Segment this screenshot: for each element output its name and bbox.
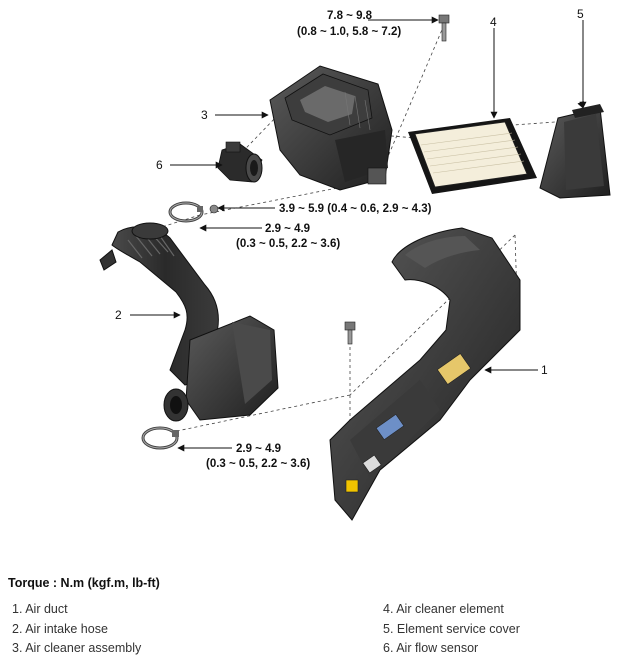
legend-item: 1. Air duct [12,602,68,616]
air-intake-hose [99,222,279,422]
torque-upper-clamp-line1: 2.9 ~ 4.9 [265,223,310,235]
legend-item: 4. Air cleaner element [383,602,504,616]
air-cleaner-element [408,118,537,194]
exploded-parts-diagram: 1 2 3 4 5 6 7.8 ~ 9.8 (0.8 ~ 1.0, 5.8 ~ … [99,7,611,521]
air-cleaner-assembly [269,65,393,191]
callout-3: 3 [201,108,208,122]
bolt-duct-icon [344,321,356,345]
legend-item: 6. Air flow sensor [383,641,479,655]
legend-item: 2. Air intake hose [12,621,108,636]
torque-lower-clamp-line2: (0.3 ~ 0.5, 2.2 ~ 3.6) [206,458,310,470]
legend-column-left: 1. Air duct 2. Air intake hose 3. Air cl… [12,600,141,659]
torque-top-line2: (0.8 ~ 1.0, 5.8 ~ 7.2) [297,26,401,38]
legend-column-right: 4. Air cleaner element 5. Element servic… [383,600,520,659]
torque-sensor-bolt: 3.9 ~ 5.9 (0.4 ~ 0.6, 2.9 ~ 4.3) [279,203,432,215]
callout-4: 4 [490,15,497,29]
torque-lower-clamp-line1: 2.9 ~ 4.9 [236,443,281,455]
callout-6: 6 [156,158,163,172]
callout-1: 1 [541,363,548,377]
air-flow-sensor [217,141,263,183]
legend-item: 3. Air cleaner assembly [12,641,142,655]
callout-leaders [130,16,587,452]
bolt-top-icon [438,14,450,42]
callout-2: 2 [115,308,122,322]
legend-item: 5. Element service cover [383,621,520,636]
element-service-cover [539,104,611,199]
bolt-sensor-icon [209,204,219,214]
callout-5: 5 [577,7,584,21]
torque-unit-title: Torque : N.m (kgf.m, lb-ft) [8,576,160,590]
torque-top-line1: 7.8 ~ 9.8 [327,10,373,22]
torque-upper-clamp-line2: (0.3 ~ 0.5, 2.2 ~ 3.6) [236,238,340,250]
hose-clamp-upper-icon [168,201,204,223]
air-duct [329,227,521,521]
hose-clamp-lower-icon [141,426,179,450]
